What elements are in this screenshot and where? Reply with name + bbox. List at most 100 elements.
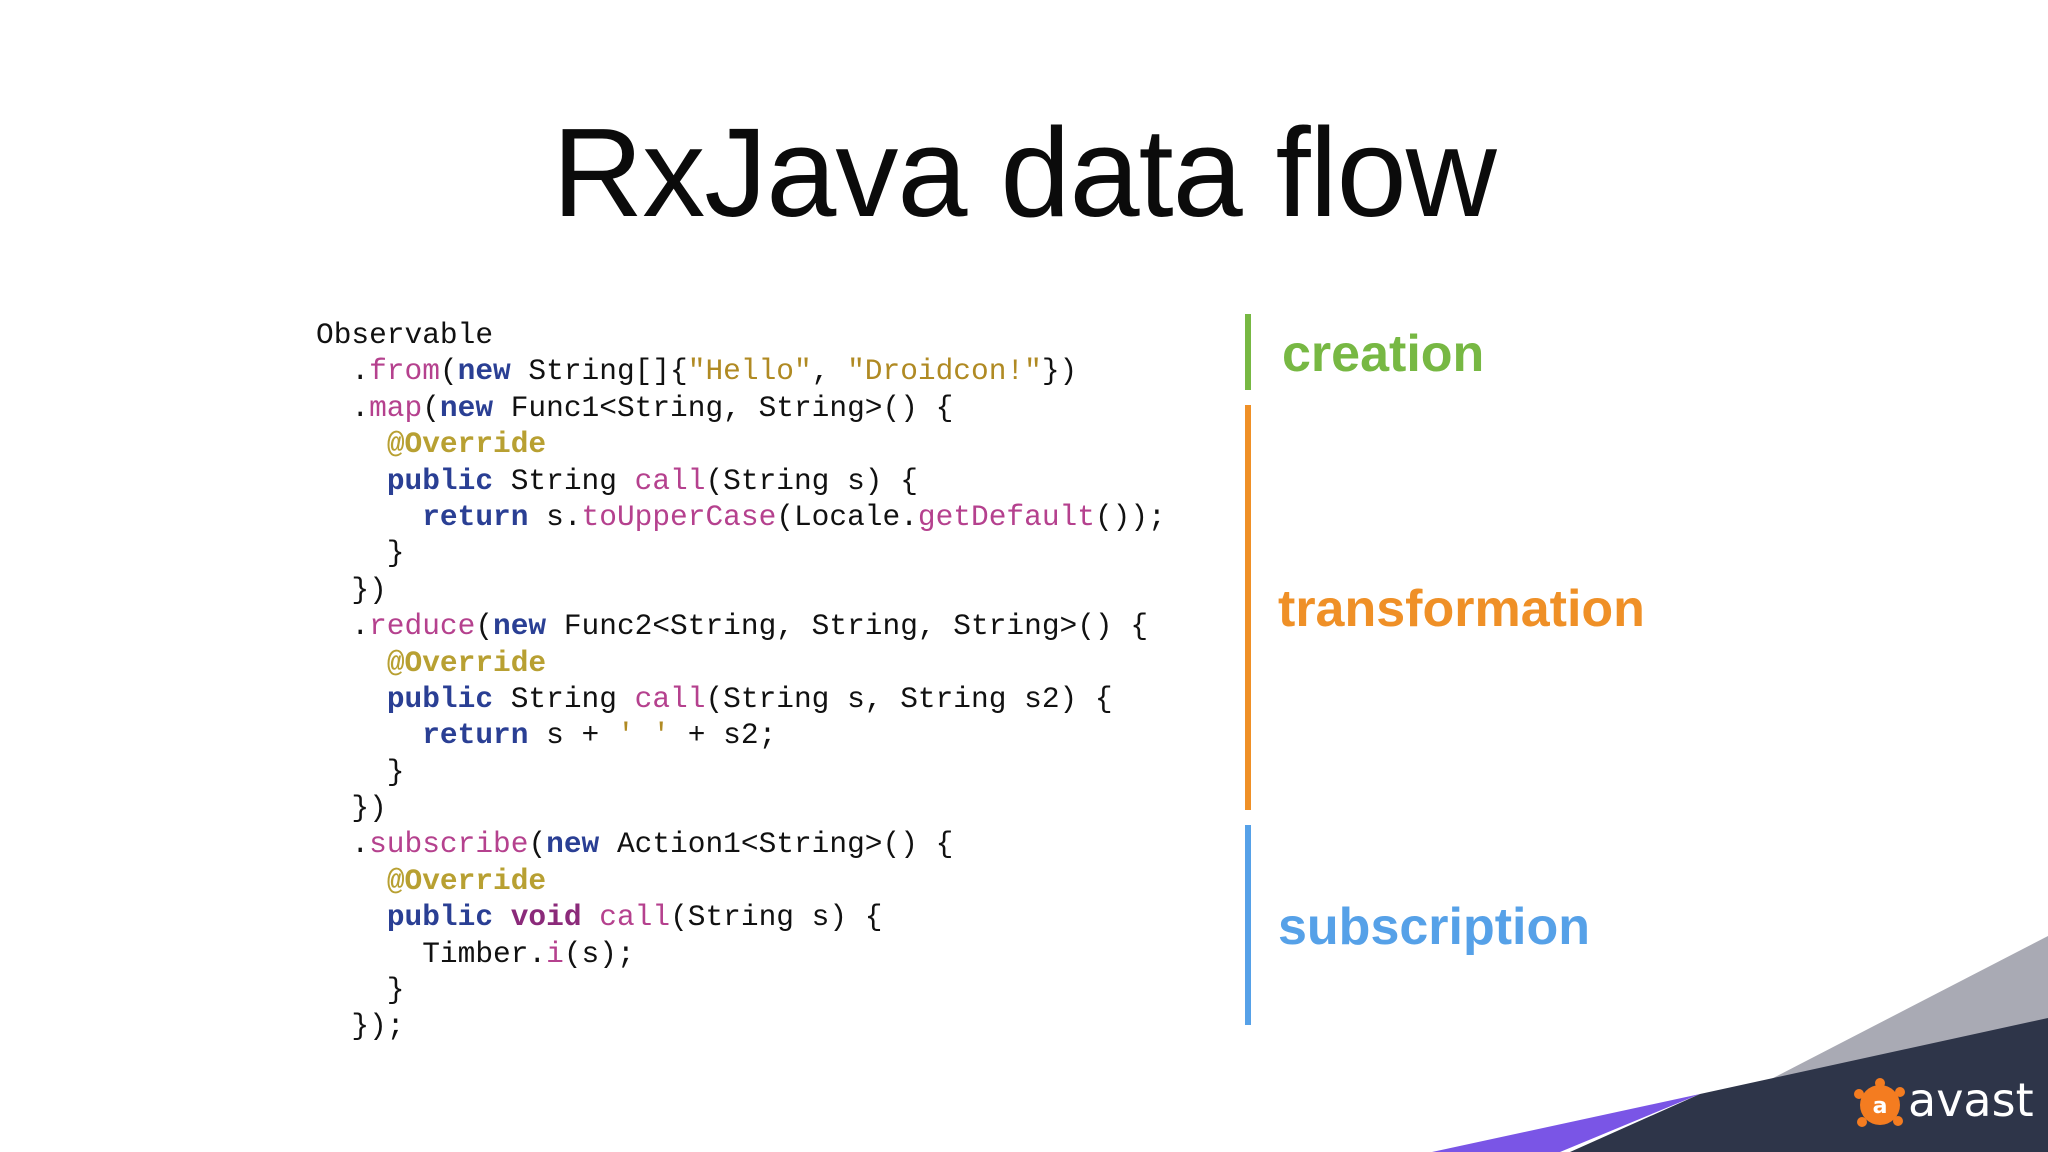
code-token (316, 646, 387, 680)
code-token (316, 464, 387, 498)
code-line: public String call(String s, String s2) … (316, 681, 1166, 717)
code-line: return s + ' ' + s2; (316, 717, 1166, 753)
code-line: .reduce(new Func2<String, String, String… (316, 608, 1166, 644)
code-token: } (316, 754, 405, 789)
code-token (582, 900, 600, 934)
subscription-label: subscription (1278, 898, 1591, 956)
code-line: .map(new Func1<String, String>() { (316, 390, 1166, 426)
code-token: }) (316, 572, 387, 607)
code-token: toUpperCase (581, 499, 777, 534)
code-token (316, 900, 387, 934)
code-token: . (316, 827, 370, 862)
code-token: new (457, 354, 511, 389)
code-token: ( (422, 390, 440, 425)
code-token: }); (316, 1009, 405, 1044)
code-token: . (316, 354, 370, 389)
code-token: void (510, 900, 582, 935)
code-token: @Override (386, 645, 547, 680)
code-line: } (316, 754, 1166, 790)
transformation-label: transformation (1278, 580, 1645, 638)
code-line: } (316, 972, 1166, 1008)
code-token: ( (528, 827, 547, 862)
code-line: Timber.i(s); (316, 936, 1166, 972)
code-token: , (811, 354, 848, 389)
code-token: return (422, 499, 529, 534)
code-line: public String call(String s) { (316, 463, 1166, 499)
code-token: public (386, 900, 494, 935)
code-token (316, 500, 422, 534)
code-token: "Droidcon!" (847, 354, 1042, 389)
code-token: subscribe (369, 827, 529, 862)
code-line: Observable (316, 317, 1166, 353)
code-line: } (316, 535, 1166, 571)
purple-band (1432, 1094, 1700, 1152)
code-token: i (546, 936, 564, 971)
code-token: . (316, 609, 370, 644)
code-token: (String s) { (670, 900, 883, 935)
code-token: Func1<String, String>() { (493, 390, 954, 425)
code-token: } (316, 973, 405, 1008)
avast-logo-icon: a (1854, 1078, 1905, 1127)
code-line: .from(new String[]{"Hello", "Droidcon!"}… (316, 353, 1166, 389)
code-token: reduce (369, 609, 476, 644)
code-token (493, 900, 511, 934)
code-token: (String s) { (705, 463, 918, 498)
code-token: public (386, 681, 494, 716)
code-token: Action1<String>() { (599, 827, 954, 862)
code-token: s + (528, 718, 617, 753)
subscription-bar (1245, 825, 1251, 1025)
code-line: .subscribe(new Action1<String>() { (316, 826, 1166, 862)
code-token: (s); (563, 936, 635, 971)
code-token: ( (439, 354, 458, 389)
code-block: Observable .from(new String[]{"Hello", "… (316, 317, 1166, 1045)
code-token: s. (528, 499, 582, 534)
code-token: Func2<String, String, String>() { (546, 609, 1149, 644)
code-token (316, 864, 387, 898)
code-line: }) (316, 572, 1166, 608)
code-token: }) (316, 791, 387, 826)
code-token: from (369, 354, 440, 389)
code-token: Observable (316, 318, 494, 352)
code-token: call (634, 681, 706, 716)
code-token: call (634, 463, 706, 498)
code-token: Timber. (316, 936, 547, 971)
code-token: "Hello" (687, 354, 812, 389)
avast-wordmark: avast (1908, 1073, 2034, 1127)
dark-band (1570, 1018, 2048, 1152)
slide-title: RxJava data flow (552, 102, 1496, 243)
code-line: @Override (316, 426, 1166, 462)
transformation-bar (1245, 405, 1251, 810)
code-token (316, 718, 422, 752)
code-line: }); (316, 1008, 1166, 1044)
code-token (316, 427, 387, 461)
creation-bar (1245, 314, 1251, 390)
code-token: . (316, 390, 370, 425)
svg-text:a: a (1873, 1094, 1888, 1119)
code-token: new (546, 827, 600, 862)
code-line: }) (316, 790, 1166, 826)
creation-label: creation (1282, 325, 1485, 383)
code-token: new (493, 609, 547, 644)
code-token: getDefault (917, 499, 1095, 534)
code-token: @Override (386, 863, 547, 898)
code-token: ( (475, 609, 494, 644)
code-line: @Override (316, 645, 1166, 681)
code-token: return (422, 718, 529, 753)
code-token: String[]{ (510, 354, 688, 389)
code-line: return s.toUpperCase(Locale.getDefault()… (316, 499, 1166, 535)
code-token: public (386, 463, 494, 498)
code-token (316, 682, 387, 716)
code-token: new (439, 390, 494, 425)
code-token: + s2; (670, 718, 777, 753)
code-token: ()); (1094, 499, 1166, 534)
code-token: (Locale. (776, 499, 918, 534)
code-token: }) (1041, 354, 1078, 389)
code-token: ' ' (616, 718, 671, 753)
code-token: (String s, String s2) { (705, 681, 1113, 716)
code-line: @Override (316, 863, 1166, 899)
code-token: String (493, 681, 635, 716)
code-token: call (599, 900, 671, 935)
code-token: String (493, 463, 635, 498)
